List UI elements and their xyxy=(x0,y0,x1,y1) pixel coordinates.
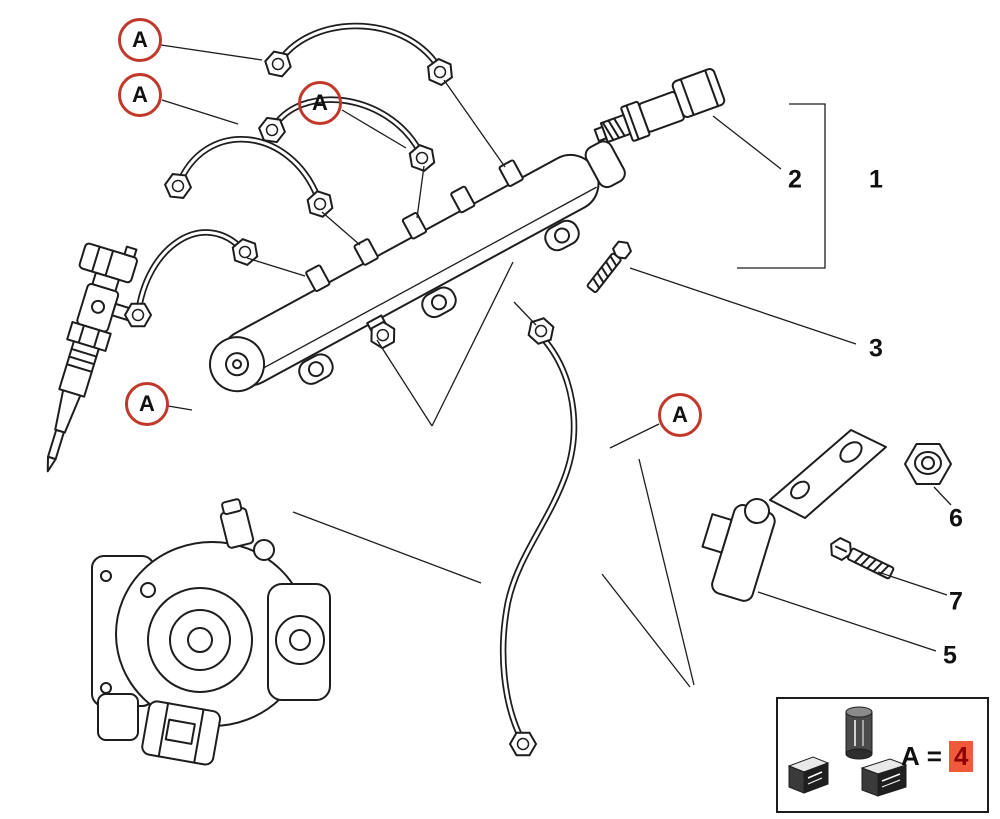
callout-a-3: A xyxy=(298,81,342,125)
injector-pipe-1 xyxy=(274,22,442,70)
legend-box xyxy=(776,697,989,813)
part-number-2: 2 xyxy=(788,165,802,194)
part-number-6: 6 xyxy=(949,504,963,533)
fuel-injector xyxy=(46,242,138,473)
rail-mounting-tabs xyxy=(298,219,580,385)
callout-a-5: A xyxy=(658,393,702,437)
rail-screw xyxy=(586,240,632,293)
callout-a-3-label: A xyxy=(312,90,328,115)
callout-a-4-label: A xyxy=(139,391,155,416)
callout-a-1-label: A xyxy=(132,27,148,52)
callout-a-2-label: A xyxy=(132,82,148,107)
legend-letter: A xyxy=(901,741,920,771)
fuel-rail xyxy=(209,140,626,393)
part-number-1: 1 xyxy=(869,165,883,194)
hex-bolt xyxy=(830,537,895,580)
legend-equals: = xyxy=(926,741,942,771)
high-pressure-pump xyxy=(91,498,331,766)
part-number-3: 3 xyxy=(869,334,883,363)
rail-ports xyxy=(305,159,524,292)
hex-nut xyxy=(904,443,952,485)
legend-quantity: 4 xyxy=(948,741,974,772)
injector-pipe-4 xyxy=(134,229,247,319)
legend-stamp-icons xyxy=(787,706,908,797)
part-number-7: 7 xyxy=(949,587,963,616)
callout-a-5-label: A xyxy=(672,402,688,427)
callout-a-1: A xyxy=(118,18,162,62)
injector-pipe-3 xyxy=(174,136,322,202)
callout-a-2: A xyxy=(118,73,162,117)
callout-a-4: A xyxy=(125,382,169,426)
legend-equation: A = 4 xyxy=(901,741,974,772)
leader-lines xyxy=(160,44,952,688)
part-number-5: 5 xyxy=(943,641,957,670)
rail-feed-pipe xyxy=(499,332,578,742)
injector-pipe-2 xyxy=(268,96,424,156)
mounting-bracket xyxy=(701,429,887,602)
rail-pressure-sensor xyxy=(593,68,726,144)
